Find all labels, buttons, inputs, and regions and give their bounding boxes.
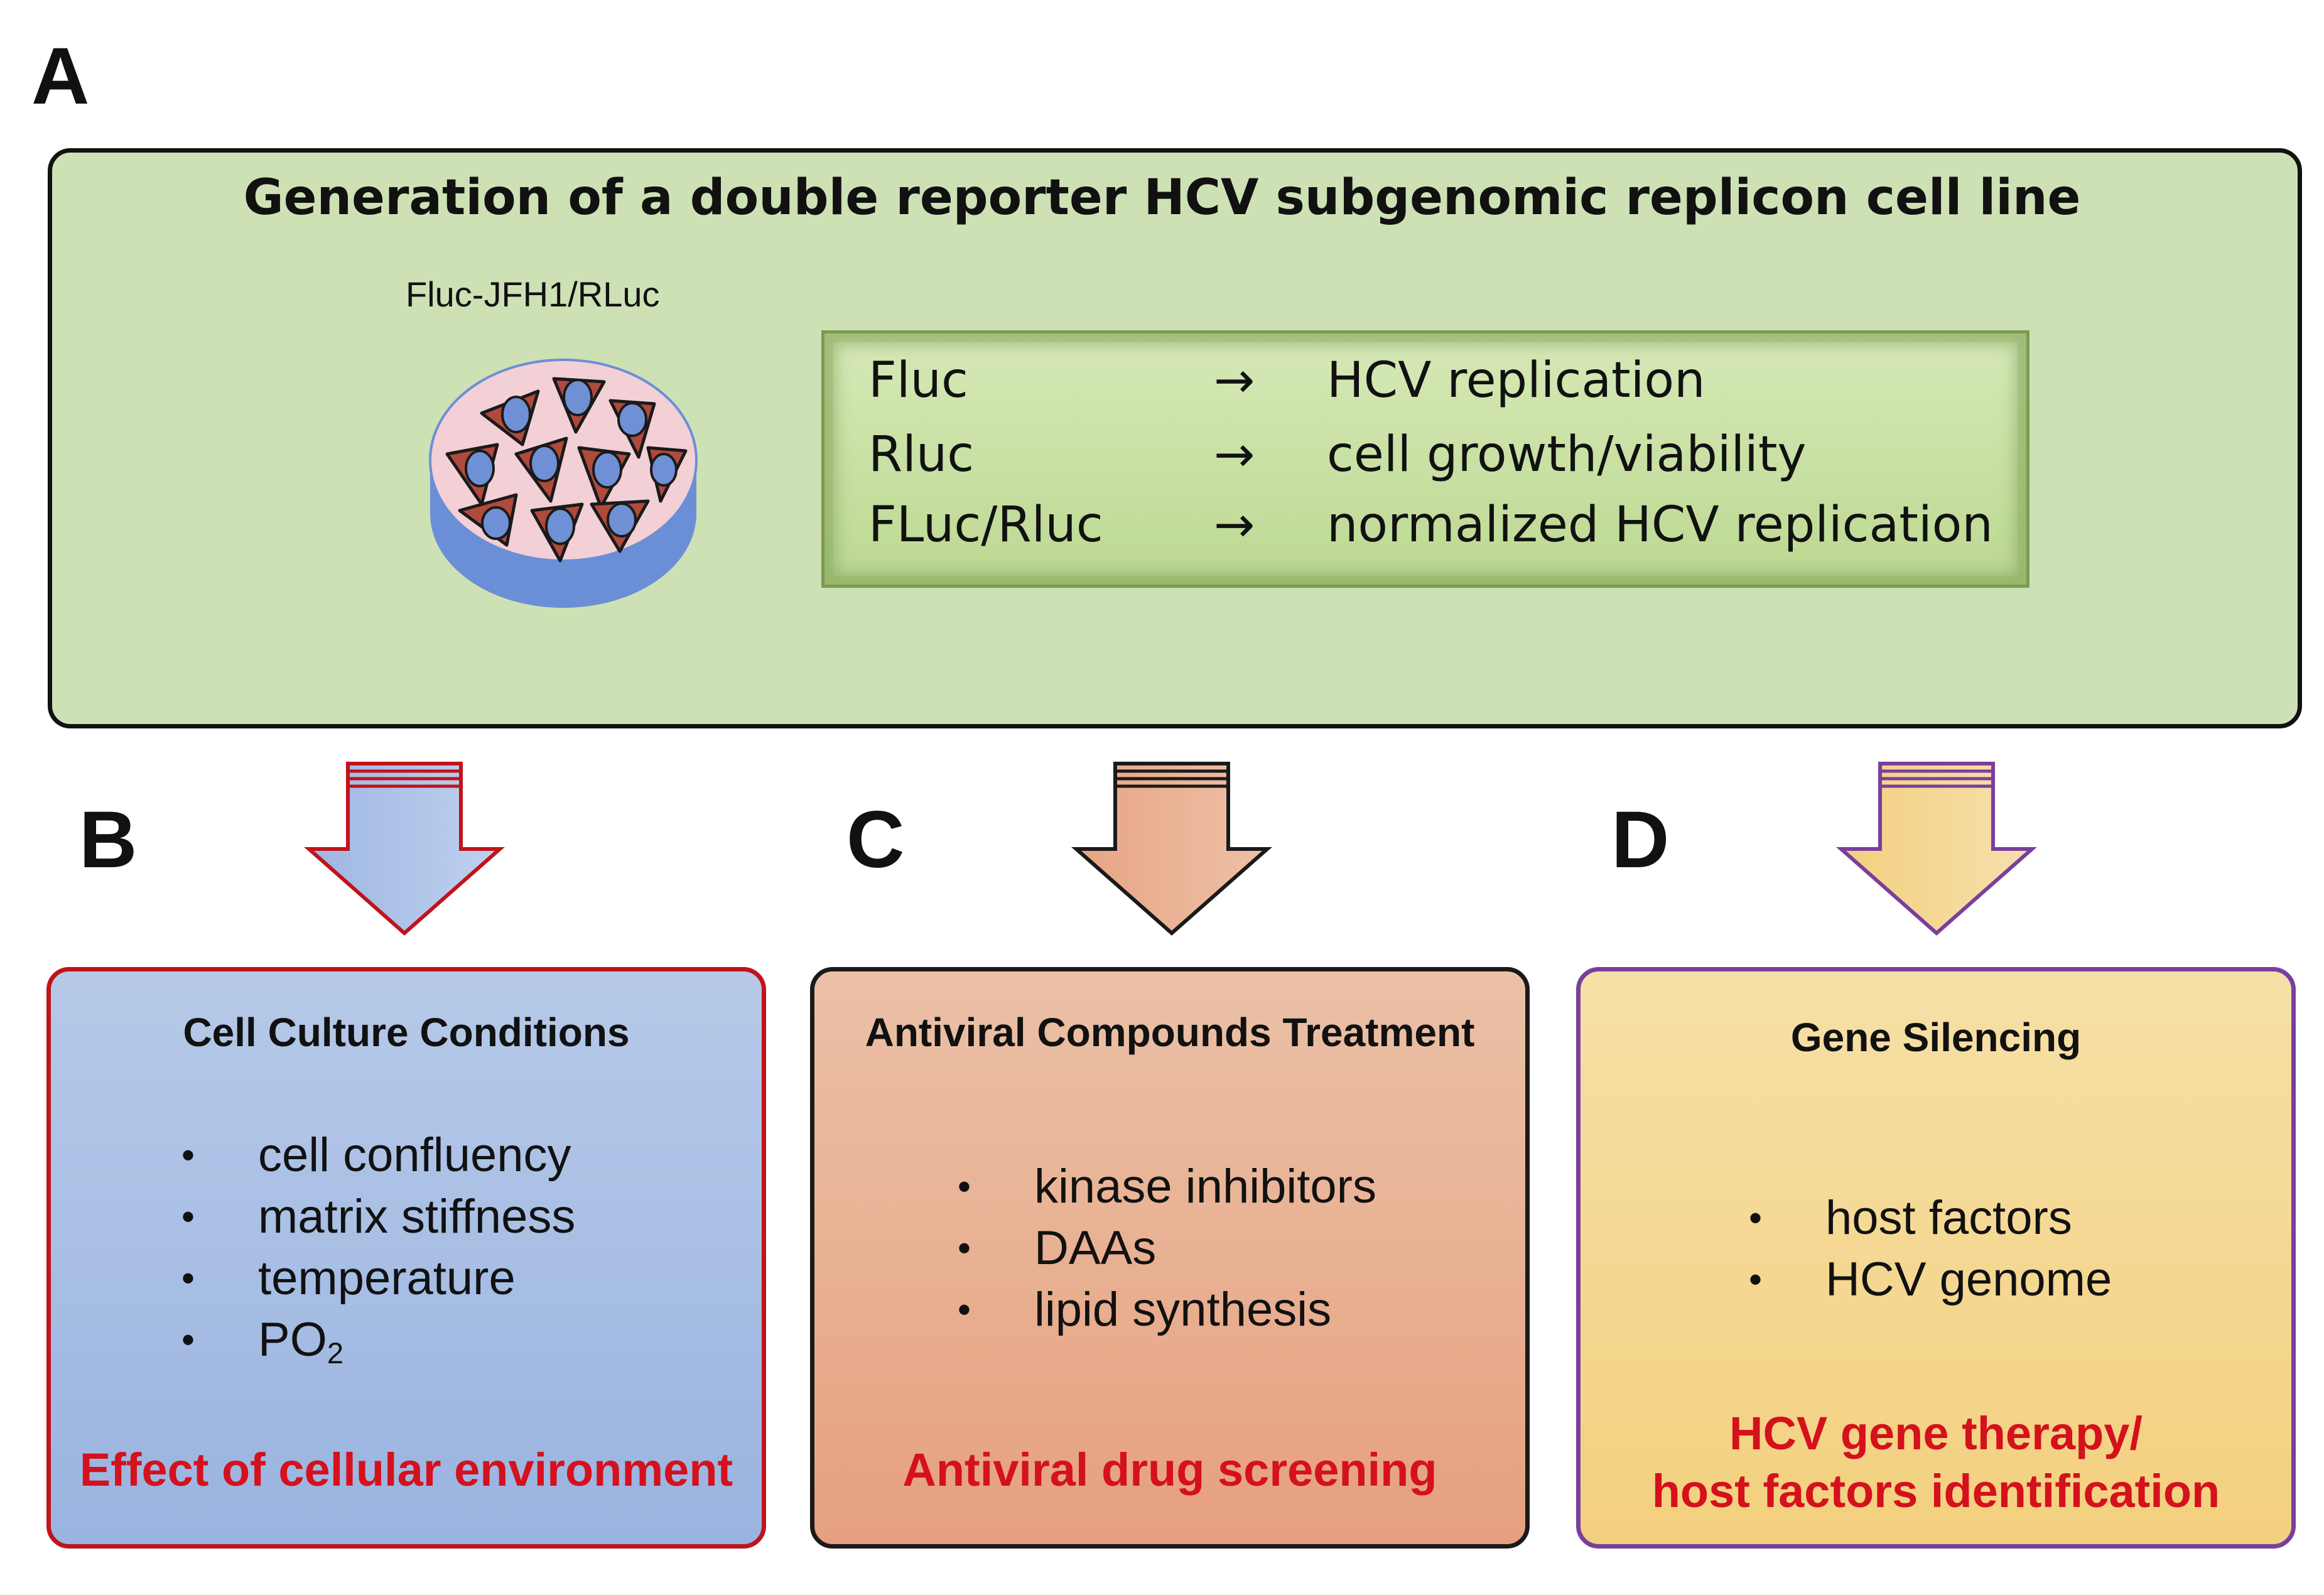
list-item: host factors xyxy=(1738,1187,2112,1249)
panel-b-box: Cell Culture Conditions cell confluency … xyxy=(46,967,766,1549)
reporter-result: cell growth/viability xyxy=(1327,426,1807,483)
list-item: cell confluency xyxy=(170,1125,575,1186)
reporter-name: FLuc/Rluc xyxy=(868,497,1103,553)
down-arrow-b-icon xyxy=(304,762,505,936)
panel-a-title: Generation of a double reporter HCV subg… xyxy=(243,170,2081,226)
list-item: lipid synthesis xyxy=(946,1279,1376,1341)
panel-letter-d: D xyxy=(1611,795,1670,885)
panel-d-footer-line1: HCV gene therapy/ xyxy=(1729,1407,2143,1459)
panel-letter-a: A xyxy=(31,31,90,121)
panel-b-footer: Effect of cellular environment xyxy=(79,1444,733,1496)
reporter-row: Rluc → cell growth/viability xyxy=(824,420,2026,489)
panel-c-title: Antiviral Compounds Treatment xyxy=(865,1010,1475,1055)
list-item: PO2 xyxy=(170,1309,575,1384)
right-arrow-icon: → xyxy=(1214,426,1255,483)
down-arrow-d-icon xyxy=(1836,762,2037,936)
panel-c-footer: Antiviral drug screening xyxy=(902,1444,1437,1496)
panel-letter-b: B xyxy=(79,795,138,885)
reporter-row: FLuc/Rluc → normalized HCV replication xyxy=(824,490,2026,560)
panel-d-list: host factors HCV genome xyxy=(1738,1187,2112,1311)
list-item: matrix stiffness xyxy=(170,1186,575,1248)
panel-d-box: Gene Silencing host factors HCV genome H… xyxy=(1576,967,2296,1549)
list-item: kinase inhibitors xyxy=(946,1156,1376,1218)
list-item: DAAs xyxy=(946,1218,1376,1279)
reporter-result: normalized HCV replication xyxy=(1327,497,1993,553)
cell-culture-dish-icon xyxy=(429,359,698,608)
panel-c-list: kinase inhibitors DAAs lipid synthesis xyxy=(946,1156,1376,1341)
cell-line-label: Fluc-JFH1/RLuc xyxy=(406,274,660,314)
reporter-result: HCV replication xyxy=(1327,352,1705,409)
panel-b-title: Cell Culture Conditions xyxy=(183,1010,630,1055)
down-arrow-c-icon xyxy=(1071,762,1272,936)
panel-letter-c: C xyxy=(846,795,905,885)
panel-b-list: cell confluency matrix stiffness tempera… xyxy=(170,1125,575,1384)
right-arrow-icon: → xyxy=(1214,497,1255,553)
panel-c-box: Antiviral Compounds Treatment kinase inh… xyxy=(810,967,1530,1549)
right-arrow-icon: → xyxy=(1214,352,1255,409)
po2-subscript: 2 xyxy=(327,1336,344,1370)
panel-d-footer-line2: host factors identification xyxy=(1651,1465,2220,1517)
list-item: temperature xyxy=(170,1248,575,1309)
reporter-name: Rluc xyxy=(868,426,975,483)
list-item: HCV genome xyxy=(1738,1249,2112,1311)
reporter-name: Fluc xyxy=(868,352,968,409)
po2-label: PO xyxy=(258,1313,327,1366)
panel-d-title: Gene Silencing xyxy=(1790,1015,2082,1060)
reporter-row: Fluc → HCV replication xyxy=(824,346,2026,415)
reporter-readout-box: Fluc → HCV replication Rluc → cell growt… xyxy=(821,330,2029,588)
